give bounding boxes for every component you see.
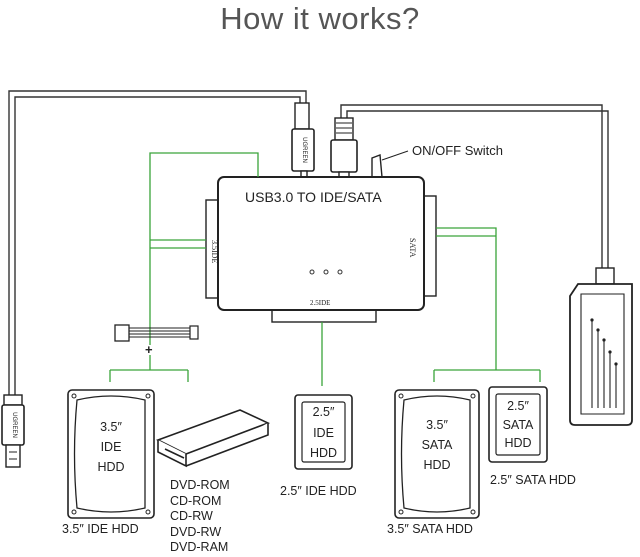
ide25-size: 2.5″ bbox=[312, 405, 335, 419]
sata25-type: SATA bbox=[502, 418, 534, 432]
ide35-type: IDE bbox=[100, 440, 122, 454]
adapter-label: USB3.0 TO IDE/SATA bbox=[245, 189, 382, 205]
switch-label: ON/OFF Switch bbox=[412, 143, 504, 158]
sata35-hdd: HDD bbox=[423, 458, 451, 472]
sata25-size: 2.5″ bbox=[507, 399, 529, 413]
power-plug-icon bbox=[330, 117, 358, 181]
ide25-type: IDE bbox=[313, 426, 334, 440]
optical-drive-list: DVD-ROM CD-ROM CD-RW DVD-RW DVD-RAM bbox=[170, 478, 230, 556]
optical-item: DVD-ROM bbox=[170, 478, 230, 492]
power-adapter-brick-icon bbox=[569, 267, 633, 426]
usb-plug-adapter-icon: UGREEN bbox=[291, 102, 315, 182]
optical-item: DVD-RAM bbox=[170, 540, 229, 554]
connector-lines bbox=[109, 152, 541, 386]
ide35-hdd: HDD bbox=[97, 460, 125, 474]
optical-item: CD-RW bbox=[170, 509, 213, 523]
molex-cable-icon bbox=[114, 324, 199, 342]
sata35-hdd-icon bbox=[394, 389, 480, 519]
ide25-hdd-icon bbox=[294, 394, 353, 470]
sata25-hdd: HDD bbox=[504, 436, 532, 450]
ide35-hdd-icon bbox=[67, 389, 155, 519]
optical-drive-icon bbox=[155, 409, 271, 468]
sata35-type: SATA bbox=[421, 438, 453, 452]
switch-pointer bbox=[371, 150, 409, 178]
sata35-size: 3.5″ bbox=[426, 418, 448, 432]
plus-sign: + bbox=[145, 342, 153, 357]
ide35-size: 3.5″ bbox=[100, 420, 122, 434]
optical-item: CD-ROM bbox=[170, 493, 222, 508]
optical-item: DVD-RW bbox=[170, 524, 222, 539]
ide35-caption: 3.5″ IDE HDD bbox=[62, 522, 139, 536]
usb-brand-text-2: UGREEN bbox=[11, 412, 17, 438]
ide25-caption: 2.5″ IDE HDD bbox=[280, 484, 357, 498]
port-35ide-label: 3.5IDE bbox=[210, 240, 219, 264]
usb-plug-host-icon: UGREEN bbox=[1, 394, 25, 468]
adapter-body bbox=[205, 176, 437, 323]
port-sata-label: SATA bbox=[408, 238, 417, 258]
sata25-caption: 2.5″ SATA HDD bbox=[490, 473, 576, 487]
page-title: How it works? bbox=[220, 1, 420, 36]
sata35-caption: 3.5″ SATA HDD bbox=[387, 522, 473, 536]
sata25-hdd-icon bbox=[488, 386, 548, 463]
usb-cable bbox=[8, 90, 307, 395]
ide25-hdd: HDD bbox=[309, 446, 338, 460]
power-cable bbox=[340, 104, 609, 268]
port-25ide-label: 2.5IDE bbox=[310, 299, 331, 307]
usb-brand-text: UGREEN bbox=[301, 137, 307, 163]
